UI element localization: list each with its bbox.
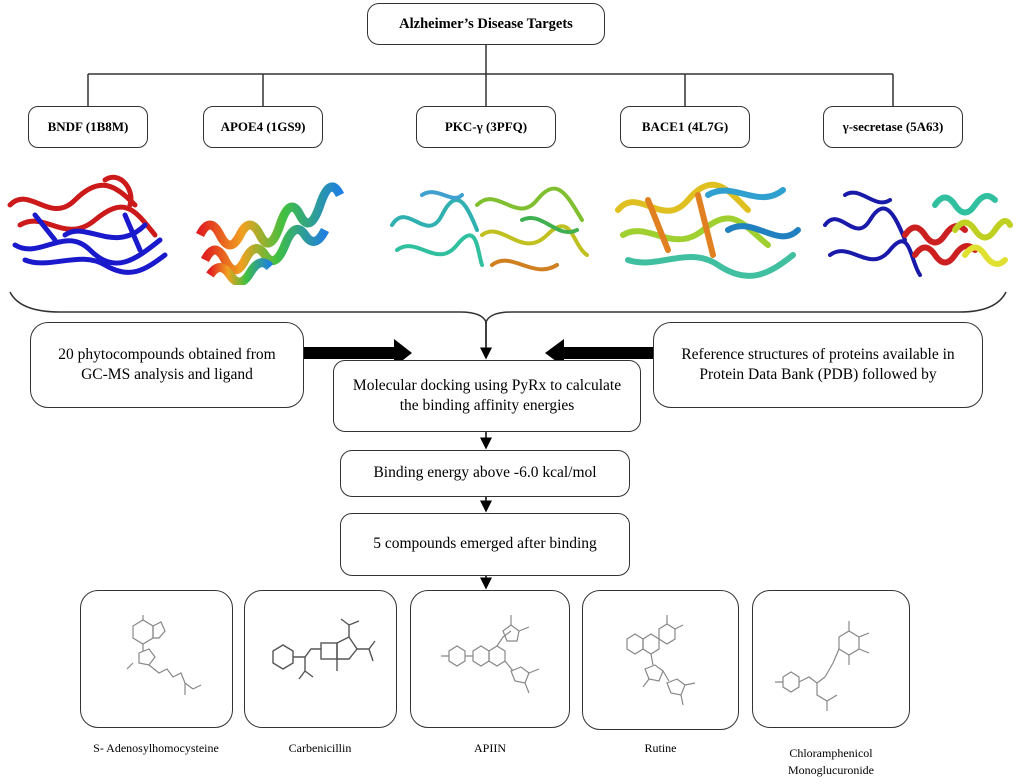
diagram-title: Alzheimer’s Disease Targets (367, 3, 605, 45)
docking-step: Molecular docking using PyRx to calculat… (333, 360, 641, 432)
pkc-gamma-structure-image (390, 186, 589, 272)
target-pkc-gamma: PKC-γ (3PFQ) (416, 106, 556, 148)
target-apoe4: APOE4 (1GS9) (203, 106, 323, 148)
binding-energy-step: Binding energy above -6.0 kcal/mol (340, 450, 630, 497)
compound-box-carbenicillin (244, 590, 397, 728)
phytocompounds-box: 20 phytocompounds obtained from GC-MS an… (30, 322, 304, 408)
compound-box-chloramphenicol-monoglucuronide (752, 590, 910, 728)
compounds-emerged-step: 5 compounds emerged after binding (340, 513, 630, 576)
compound-box-rutine (582, 590, 739, 730)
brace (9, 291, 1007, 325)
reference-structures-box: Reference structures of proteins availab… (653, 322, 983, 408)
compound-box-s-adenosylhomocysteine (80, 590, 233, 728)
compound-label-apiin: APIIN (474, 741, 506, 755)
carbenicillin-structure-image (272, 618, 376, 680)
apiin-structure-image (441, 615, 540, 694)
compound-box-apiin (410, 590, 570, 728)
compound-label-carbenicillin: Carbenicillin (288, 741, 352, 755)
gamma-secretase-structure-image (823, 190, 1013, 277)
apoe4-structure-image (195, 182, 345, 285)
rutine-structure-image (626, 615, 696, 706)
compound-label-chloramphenicol-monoglucuronide: Chloramphenicol Monoglucuronide (788, 746, 874, 777)
s-adenosylhomocysteine-structure-image (126, 615, 202, 695)
target-bace1: BACE1 (4L7G) (620, 106, 750, 148)
bace1-structure-image (615, 181, 801, 279)
bndf-structure-image (7, 175, 168, 275)
target-gamma-secretase: γ-secretase (5A63) (823, 106, 963, 148)
compound-label-rutine: Rutine (644, 741, 677, 755)
chloramphenicol-monoglucuronide-structure-image (775, 621, 870, 711)
target-bndf: BNDF (1B8M) (28, 106, 148, 148)
compound-label-s-adenosylhomocysteine: S- Adenosylhomocysteine (93, 741, 219, 755)
